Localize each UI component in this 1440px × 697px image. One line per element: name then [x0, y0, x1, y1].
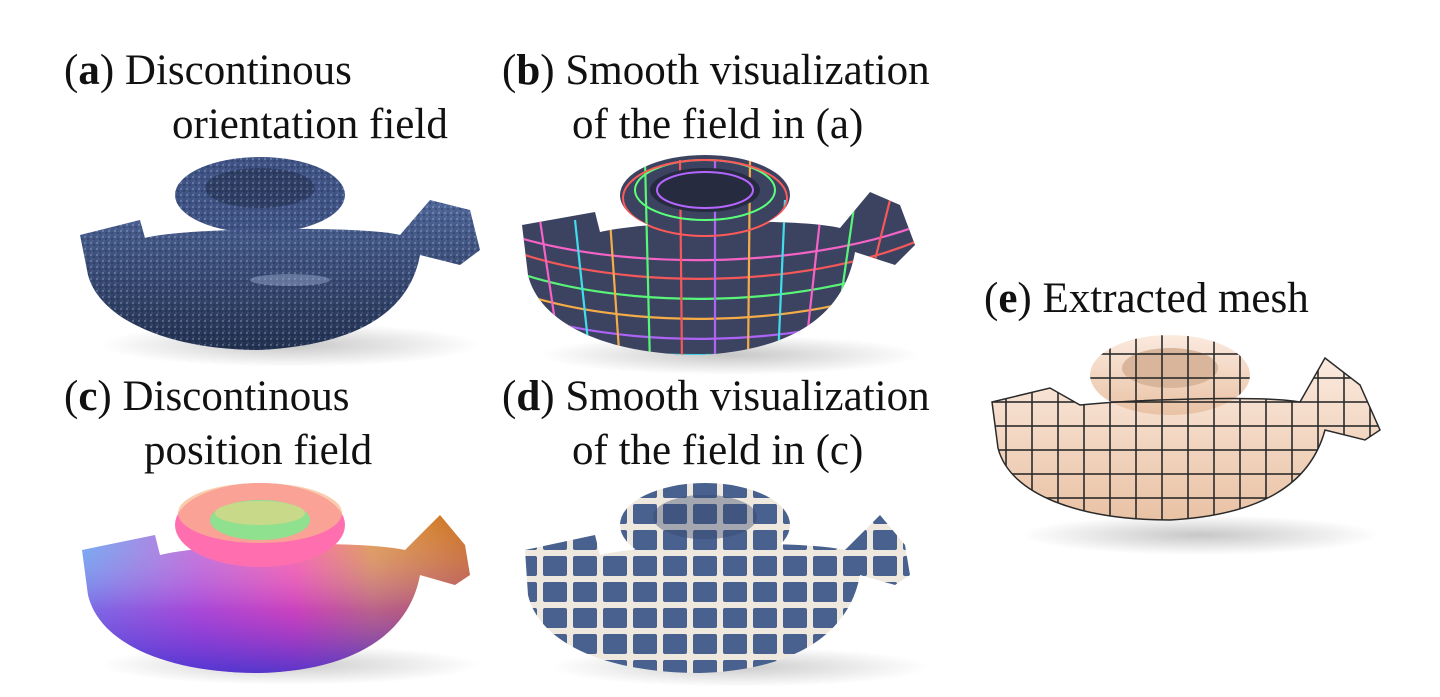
caption-b-line1: Smooth visualization — [565, 47, 930, 94]
render-c-position-field — [60, 475, 490, 690]
render-e-extracted-mesh — [980, 330, 1390, 560]
teapot-shape-e — [991, 335, 1381, 521]
panel-label-a: (a) — [64, 47, 115, 94]
caption-a: (a) Discontinous orientation field — [64, 44, 448, 152]
panel-label-b: (b) — [502, 47, 555, 94]
caption-b-line2: of the field in (a) — [572, 101, 864, 148]
caption-c: (c) Discontinous position field — [64, 370, 372, 478]
render-a-orientation-field — [60, 140, 490, 370]
caption-d-line1: Smooth visualization — [565, 373, 930, 420]
render-d-smooth-position — [510, 475, 930, 690]
teapot-shape-c — [82, 483, 470, 673]
teapot-shape-a — [80, 157, 480, 350]
teapot-shape-d — [525, 483, 910, 673]
caption-d: (d) Smooth visualization of the field in… — [502, 370, 930, 478]
caption-e-line1: Extracted mesh — [1042, 275, 1309, 322]
caption-b: (b) Smooth visualization of the field in… — [502, 44, 930, 152]
render-b-smooth-orientation — [500, 140, 930, 380]
caption-a-line2: orientation field — [172, 101, 448, 148]
panel-label-e: (e) — [984, 275, 1032, 322]
caption-c-line2: position field — [144, 427, 373, 474]
caption-a-line1: Discontinous — [124, 47, 352, 94]
caption-c-line1: Discontinous — [122, 373, 350, 420]
panel-label-c: (c) — [64, 373, 112, 420]
caption-d-line2: of the field in (c) — [572, 427, 864, 474]
panel-label-d: (d) — [502, 373, 555, 420]
caption-e: (e) Extracted mesh — [984, 272, 1309, 326]
